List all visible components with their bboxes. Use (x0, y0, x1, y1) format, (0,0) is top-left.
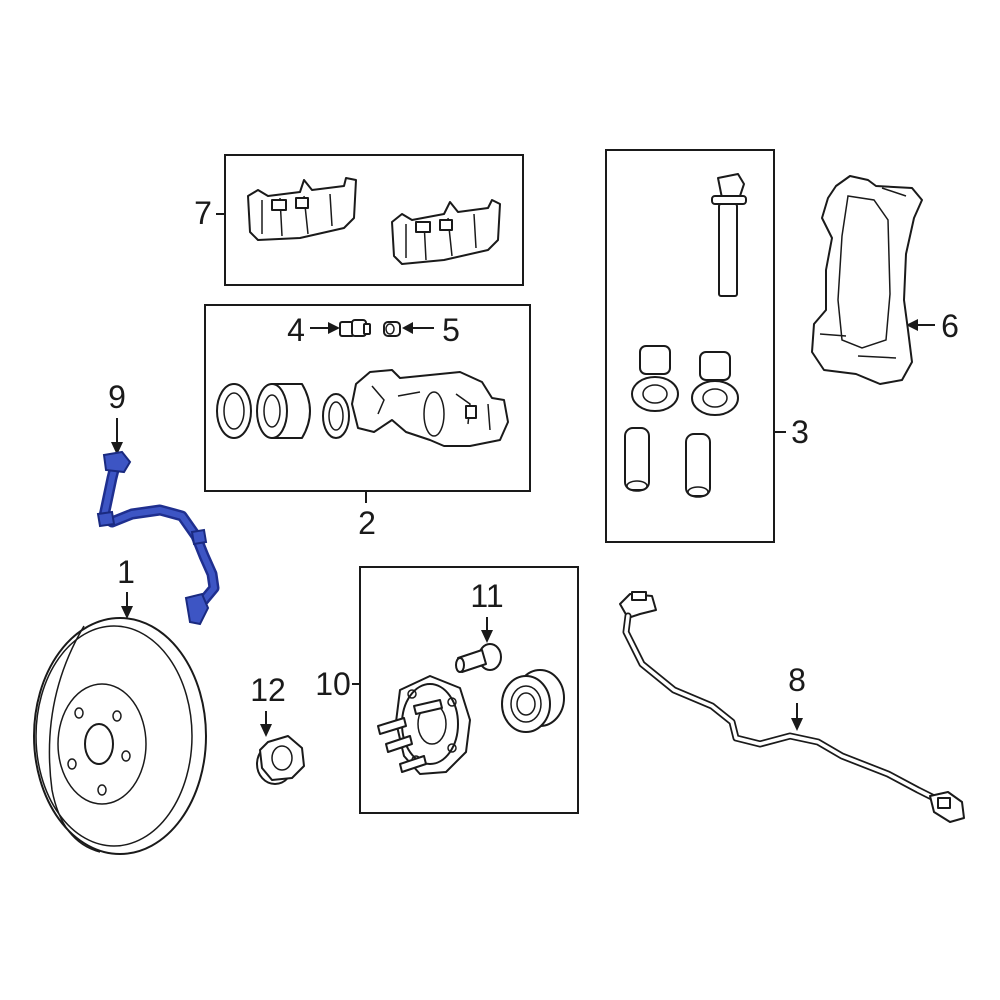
brake-pad-left (247, 177, 357, 241)
hub-nut (256, 735, 305, 785)
caliper-body (351, 369, 509, 447)
callout-4: 4 (287, 312, 305, 348)
guide-pin-left (624, 427, 650, 492)
bleeder-cap (383, 321, 401, 337)
caliper-piston (256, 383, 311, 439)
caliper-bracket (811, 175, 923, 385)
wheel-hub (377, 675, 471, 775)
callout-8: 8 (788, 662, 806, 698)
callout-9: 9 (108, 379, 126, 415)
brake-rotor (33, 617, 207, 855)
wheel-bearing (501, 669, 565, 733)
leader-lines (111, 213, 935, 737)
callout-12: 12 (250, 672, 286, 708)
group-box-caliper (204, 304, 531, 492)
callout-10: 10 (315, 666, 351, 702)
caliper-bolt (711, 173, 747, 297)
callout-6: 6 (941, 308, 959, 344)
wheel-stud (455, 643, 502, 673)
callout-1: 1 (117, 554, 135, 590)
hose-upper-fitting (102, 450, 132, 474)
group-box-brake-pads (224, 154, 524, 286)
brake-pad-right (391, 199, 501, 265)
guide-pin-boot-left (631, 345, 679, 412)
brake-hose (96, 450, 220, 626)
callout-11: 11 (470, 578, 503, 614)
callout-7: 7 (194, 195, 212, 231)
hose-lower-fitting (184, 592, 210, 626)
group-box-caliper-hardware (605, 149, 775, 543)
caliper-seal (216, 383, 252, 439)
callout-2: 2 (358, 505, 376, 541)
group-box-hub (359, 566, 579, 814)
callout-5: 5 (442, 312, 460, 348)
bleeder-screw (339, 319, 371, 337)
abs-sensor (619, 591, 965, 823)
guide-pin-right (685, 433, 711, 498)
guide-pin-boot-right (691, 351, 739, 416)
callout-3: 3 (791, 414, 809, 450)
piston-boot (322, 393, 350, 439)
